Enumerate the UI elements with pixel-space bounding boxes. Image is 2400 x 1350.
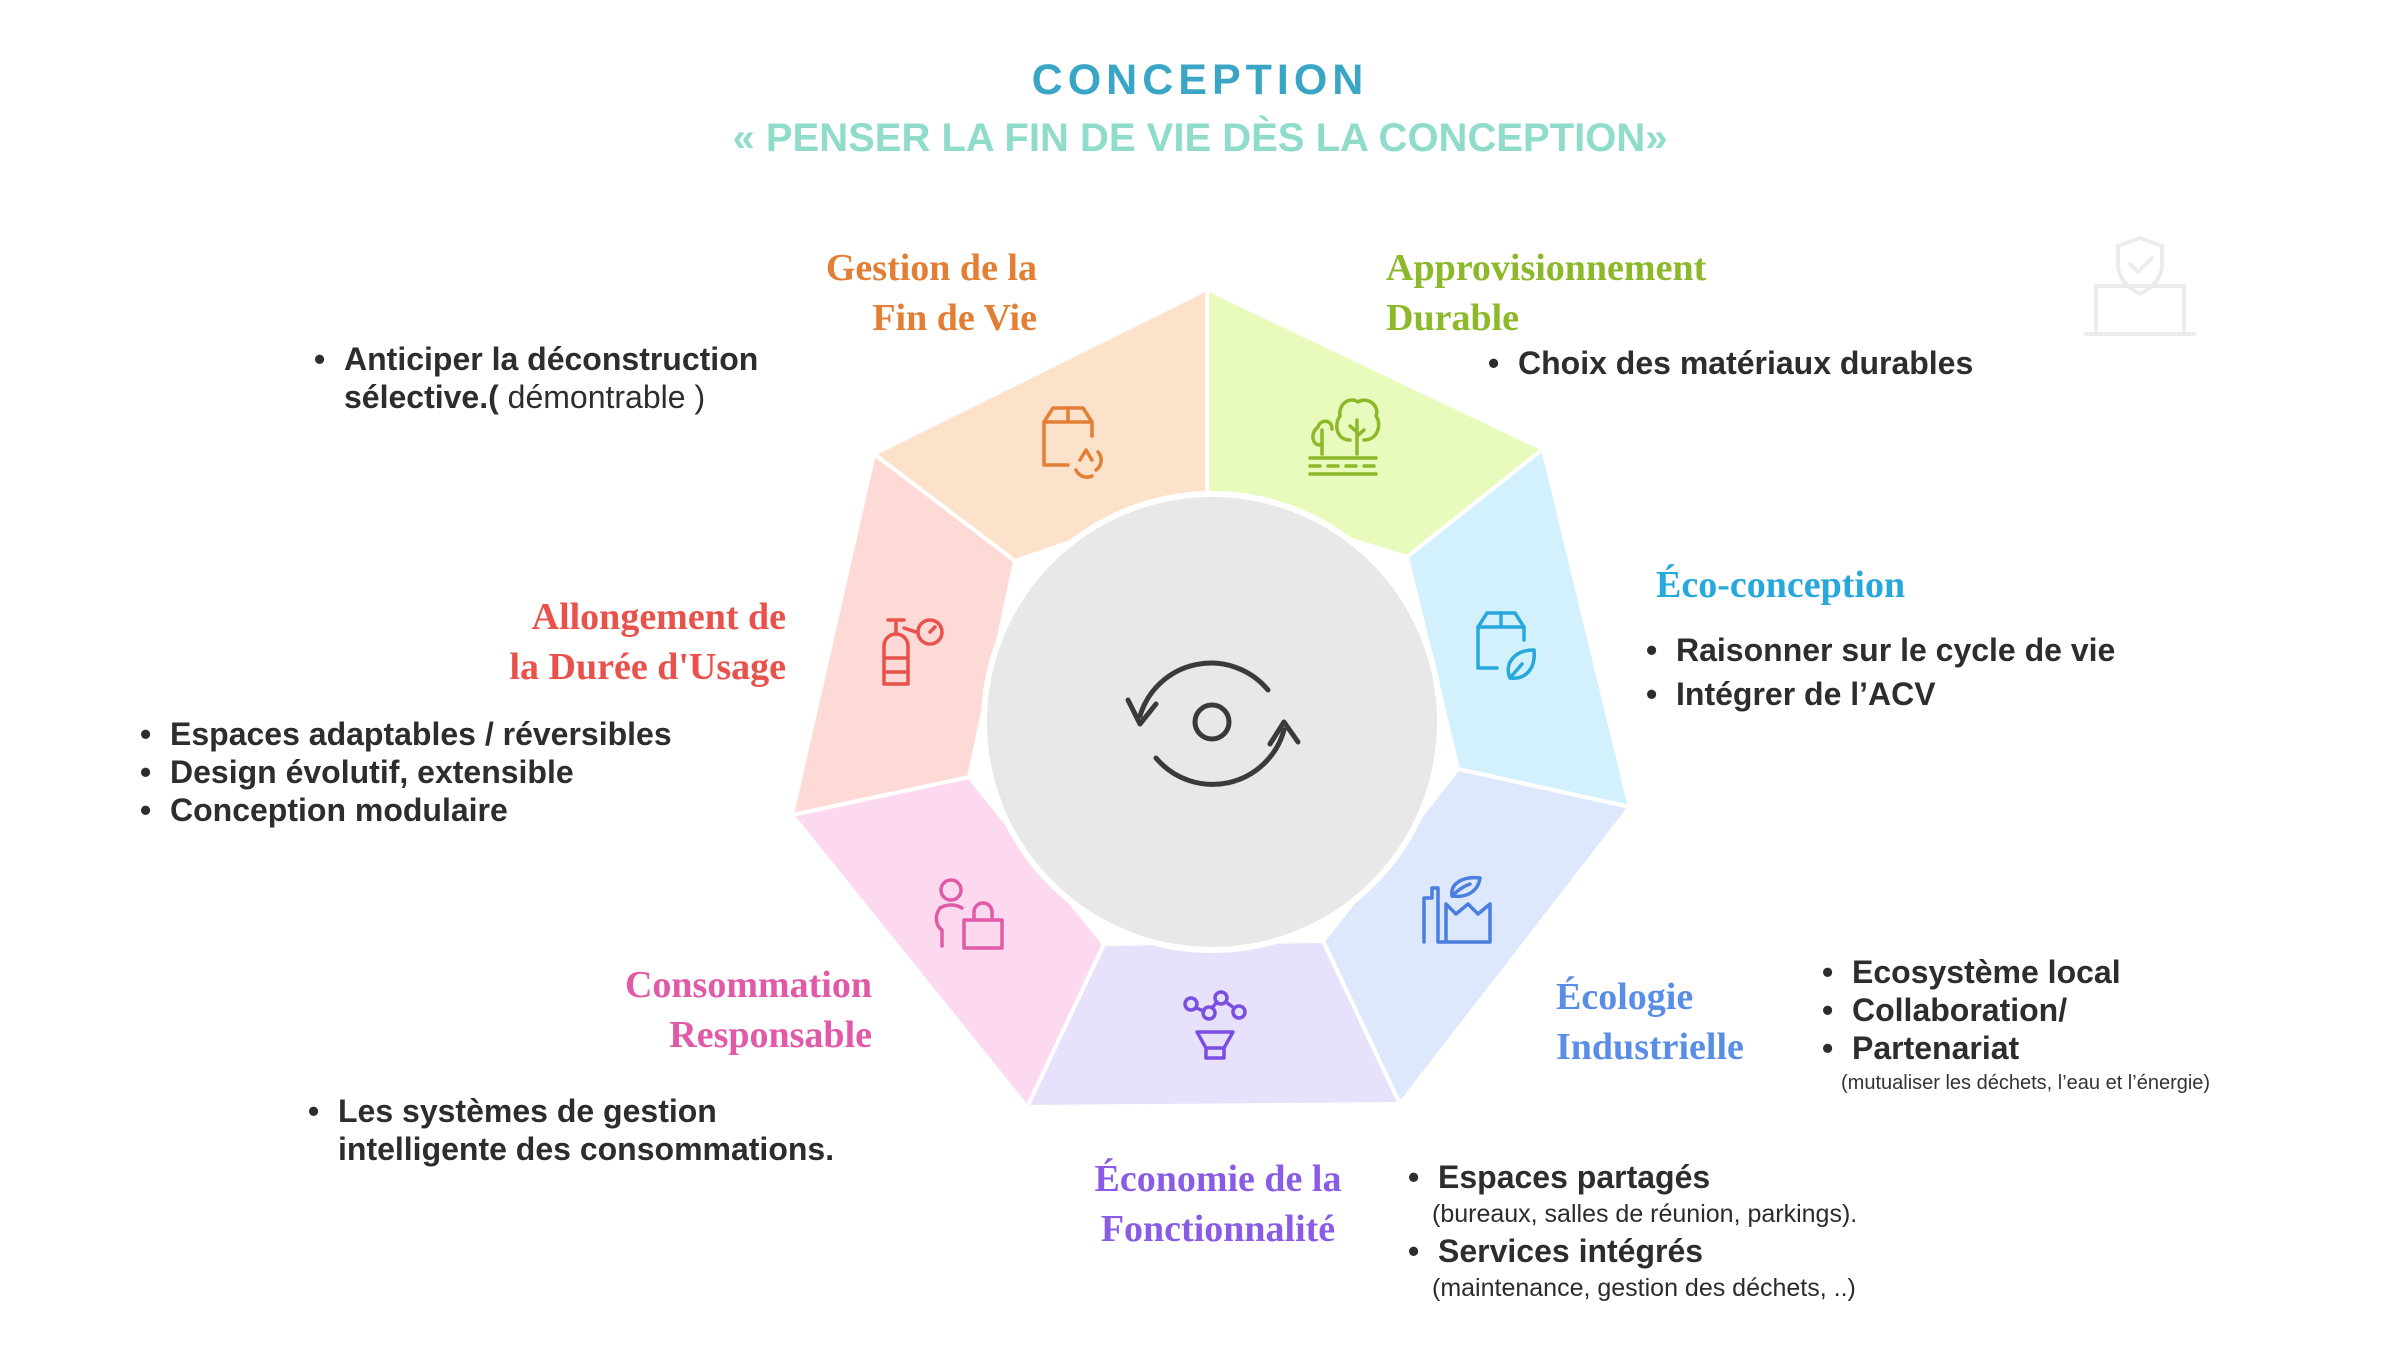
label-ecologie-industrielle: Écologie Industrielle [1556,972,1744,1072]
label-consommation: Consommation Responsable [625,960,872,1060]
bullet-item: Conception modulaire [136,791,672,829]
bullets-allongement: Espaces adaptables / réversibles Design … [136,715,672,829]
bullet-item: Collaboration/ [1818,991,2121,1029]
factory-leaf-icon [1422,875,1492,944]
bullets-ecologie: Ecosystème local Collaboration/ Partenar… [1818,953,2121,1067]
label-line: Responsable [669,1014,872,1056]
bullet-item: Espaces adaptables / réversibles [136,715,672,753]
bullet-item: Services intégrés [1404,1232,1857,1270]
bullet-item: Intégrer de l’ACV [1642,672,2115,716]
bullet-text: Les systèmes de gestion [338,1093,717,1129]
bullets-eco-conception: Raisonner sur le cycle de vie Intégrer d… [1642,628,2115,716]
box-leaf-icon [1476,611,1536,680]
bullet-item: Ecosystème local [1818,953,2121,991]
bullet-text: Espaces partagés [1438,1159,1711,1195]
label-line: Durable [1386,297,1519,339]
label-line: Écologie [1556,976,1694,1018]
center-circle [981,491,1443,953]
bullet-item: Design évolutif, extensible [136,753,672,791]
trees-icon [1308,398,1381,476]
bullet-sub: (maintenance, gestion des déchets, ..) [1432,1274,1856,1302]
cycle-refresh-icon [1125,660,1301,787]
bullets-economie: Espaces partagés (bureaux, salles de réu… [1404,1158,1857,1306]
bullet-item: Espaces partagés [1404,1158,1857,1196]
label-line: Économie de la [1094,1158,1342,1200]
label-line: Industrielle [1556,1026,1744,1068]
label-line: Approvisionnement [1386,247,1707,289]
bullet-text: démontrable ) [498,379,706,415]
bullet-sub: (bureaux, salles de réunion, parkings). [1432,1200,1858,1228]
extinguisher-gauge-icon [882,618,944,686]
label-line: Fin de Vie [872,297,1037,339]
person-bag-icon [934,878,1004,950]
label-line: Éco-conception [1656,564,1906,606]
bullet-text: Anticiper la déconstruction [344,341,759,377]
label-gestion: Gestion de la Fin de Vie [826,243,1037,343]
bullet-text: sélective.( [344,379,499,415]
network-funnel-icon [1183,990,1247,1060]
label-line: Gestion de la [825,247,1037,289]
shield-laptop-icon [2084,236,2196,336]
label-approvisionnement: Approvisionnement Durable [1386,243,1706,343]
label-line: Fonctionnalité [1100,1208,1336,1250]
page-title: CONCEPTION [1031,56,1369,104]
bullet-text: intelligente des consommations. [338,1131,835,1167]
bullets-approvisionnement: Choix des matériaux durables [1484,344,1973,382]
label-line: Consommation [624,964,872,1006]
label-eco-conception: Éco-conception [1656,560,1905,610]
bullet-item: Partenariat [1818,1029,2121,1067]
label-line: la Durée d'Usage [509,646,786,688]
label-economie-fonctionnalite: Économie de la Fonctionnalité [1018,1154,1418,1254]
bullet-text: Services intégrés [1438,1233,1704,1269]
bullet-item: Choix des matériaux durables [1484,344,1973,382]
page-subtitle: « PENSER LA FIN DE VIE DÈS LA CONCEPTION… [732,116,1668,160]
box-recycle-icon [1042,406,1103,479]
label-line: Allongement de [531,596,786,638]
bullet-item: Raisonner sur le cycle de vie [1642,628,2115,672]
ecologie-note: (mutualiser les déchets, l’eau et l’éner… [1841,1072,2211,1094]
label-allongement: Allongement de la Durée d'Usage [509,592,786,692]
